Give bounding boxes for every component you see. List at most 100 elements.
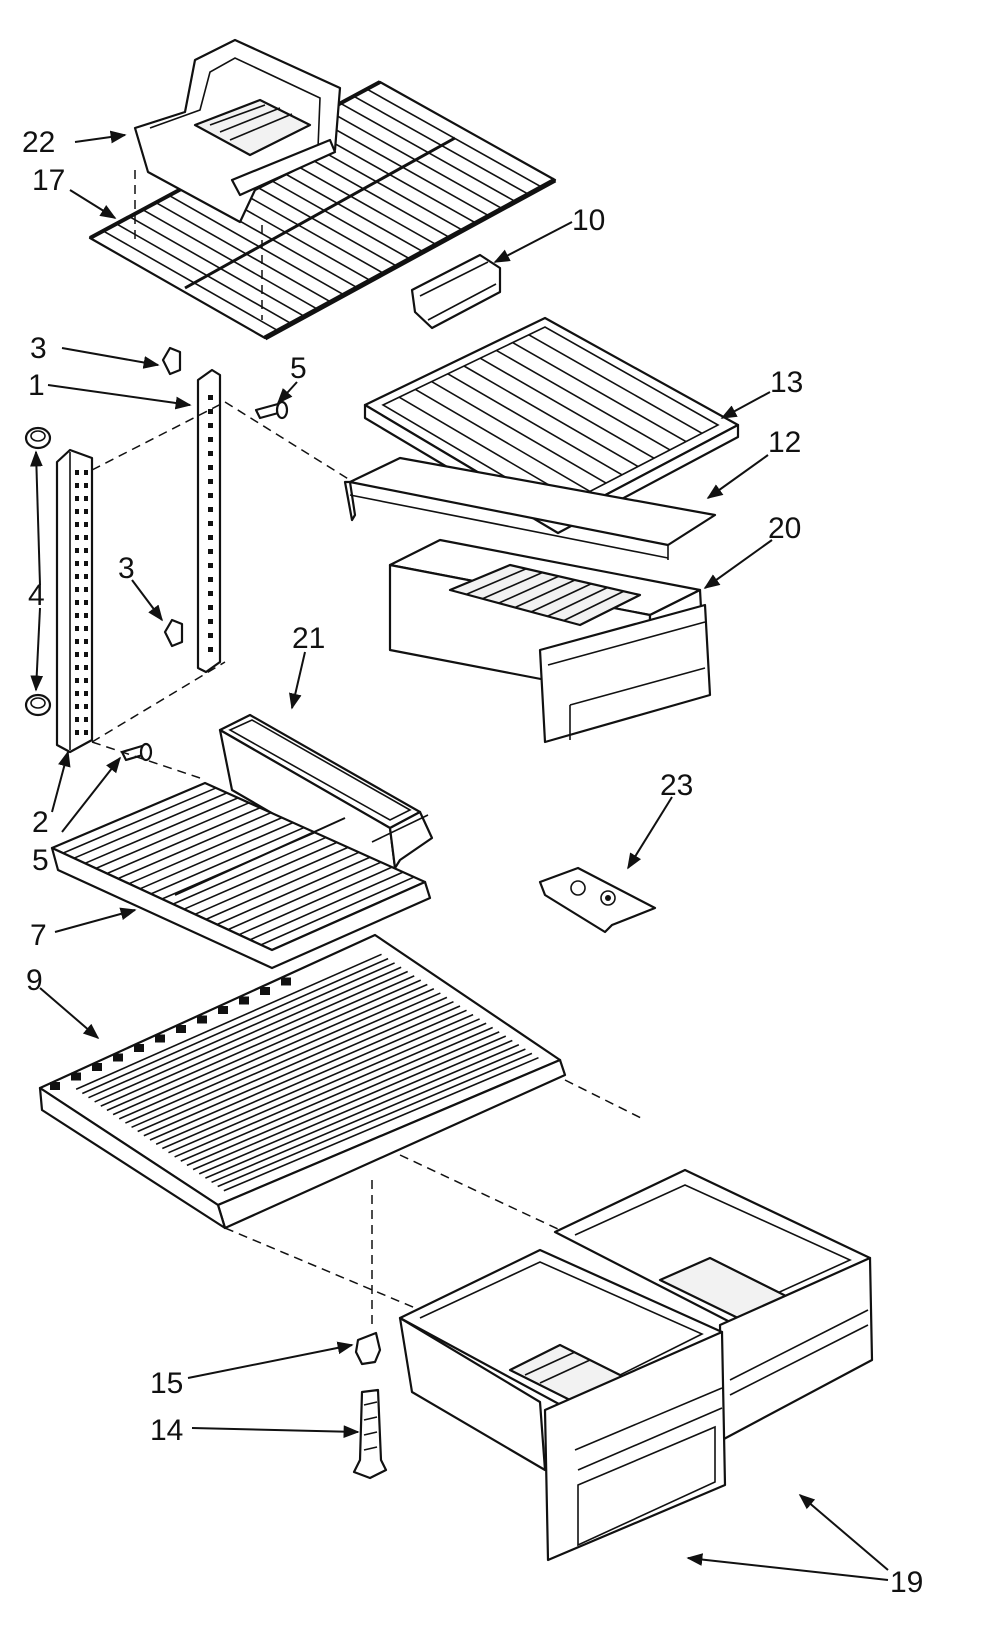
callout-22: 22	[22, 126, 55, 159]
shelf-wire	[95, 802, 250, 870]
shelf-rib	[217, 1052, 533, 1188]
shelf-rib	[512, 341, 687, 443]
shelf-wire	[106, 807, 261, 875]
rail-hole	[208, 437, 213, 442]
callout-17: 17	[32, 164, 65, 197]
shelf-rib	[137, 996, 448, 1133]
rail-hole	[208, 549, 213, 554]
shelf-frame	[343, 456, 717, 560]
rail-hole	[208, 423, 213, 428]
rail-hole	[208, 535, 213, 540]
shelf-rib	[205, 1044, 520, 1179]
callout-labels: 22 17 10 3 1 5 13 12 20 4 3 21 2 5 23 7 …	[22, 126, 923, 1599]
rail-hole	[208, 507, 213, 512]
rail-hole	[75, 509, 79, 514]
rail-hole	[75, 587, 79, 592]
wire-shelf-middle	[50, 781, 432, 970]
shelf-wire	[260, 876, 415, 946]
drawer-rib	[465, 568, 527, 596]
shelf-rib	[223, 1056, 539, 1192]
rail-hole	[75, 561, 79, 566]
rail-hole	[84, 574, 88, 579]
shelf-rib	[479, 357, 655, 459]
drawer-rib	[547, 586, 608, 617]
shelf-rib	[398, 396, 575, 501]
leader-lines	[30, 130, 889, 1581]
drawer-rib	[514, 579, 576, 609]
shelf-slot	[176, 1025, 186, 1033]
rail-hole	[84, 678, 88, 683]
shelf-slot	[281, 977, 291, 986]
rail-hole	[75, 600, 79, 605]
shelf-wire	[150, 826, 305, 895]
rail-hole	[84, 561, 88, 566]
shelf-wire	[249, 871, 404, 941]
rail-hole	[208, 647, 213, 652]
rail-hole	[84, 717, 88, 722]
callout-3-top: 3	[30, 332, 47, 365]
callout-5-top: 5	[290, 352, 307, 385]
shelf-rib	[496, 349, 671, 451]
rail-end-cap-lower	[24, 693, 52, 717]
shelf-rib	[94, 966, 402, 1103]
callout-13: 13	[770, 366, 803, 399]
crisper-cover-shelf	[38, 933, 567, 1230]
rail-hole	[208, 395, 213, 400]
shelf-slot	[239, 996, 249, 1005]
rail-hole	[84, 548, 88, 553]
shelf-rib	[180, 1026, 494, 1162]
shelf-wire	[62, 787, 217, 854]
rail-hole	[208, 619, 213, 624]
callout-4: 4	[28, 579, 45, 612]
rail-hole	[208, 521, 213, 526]
rail-hole	[84, 626, 88, 631]
rail-hole	[75, 522, 79, 527]
rail-hole	[208, 465, 213, 470]
shelf-slot	[134, 1044, 144, 1052]
callout-23: 23	[660, 769, 693, 802]
shelf-slot	[260, 987, 270, 995]
shelf-wire	[194, 846, 349, 916]
shelf-slot	[50, 1082, 60, 1090]
shelf-wire	[129, 216, 305, 318]
shelf-rib	[447, 373, 623, 476]
shelf-rib	[125, 988, 435, 1124]
rail-hole	[75, 496, 79, 501]
rail-hole	[208, 591, 213, 596]
shelf-wire	[205, 851, 360, 921]
rail-hole	[84, 483, 88, 488]
shelf-rib	[192, 1035, 507, 1171]
rail-hole	[75, 704, 79, 709]
callout-15: 15	[150, 1367, 183, 1400]
rail-hole	[208, 633, 213, 638]
rail-hole	[75, 574, 79, 579]
storage-bin-top	[133, 38, 342, 320]
rail-hole	[75, 639, 79, 644]
callout-21: 21	[292, 622, 325, 655]
shelf-rib	[414, 388, 591, 493]
rail-hole	[75, 691, 79, 696]
rail-hole	[208, 409, 213, 414]
shelf-ladder-rail-right	[196, 368, 222, 674]
shelf-slot	[155, 1034, 165, 1043]
shelf-wire	[117, 811, 272, 880]
rail-hole	[208, 479, 213, 484]
rail-hole	[84, 470, 88, 475]
callout-20: 20	[768, 512, 801, 545]
callout-7: 7	[30, 919, 47, 952]
shelf-wire	[139, 821, 294, 890]
rail-hole	[84, 613, 88, 618]
shelf-rib	[161, 1013, 474, 1150]
rail-hole	[75, 613, 79, 618]
glass-shelf-with-frame	[363, 316, 740, 535]
callout-9: 9	[26, 964, 43, 997]
rail-hole	[84, 509, 88, 514]
rail-hole	[75, 652, 79, 657]
drawer-rib	[498, 575, 560, 604]
rail-hole	[84, 652, 88, 657]
shelf-rib	[81, 957, 389, 1095]
shelf-wire	[227, 861, 382, 931]
shelf-wire	[172, 836, 327, 905]
shelf-rib	[88, 962, 395, 1099]
